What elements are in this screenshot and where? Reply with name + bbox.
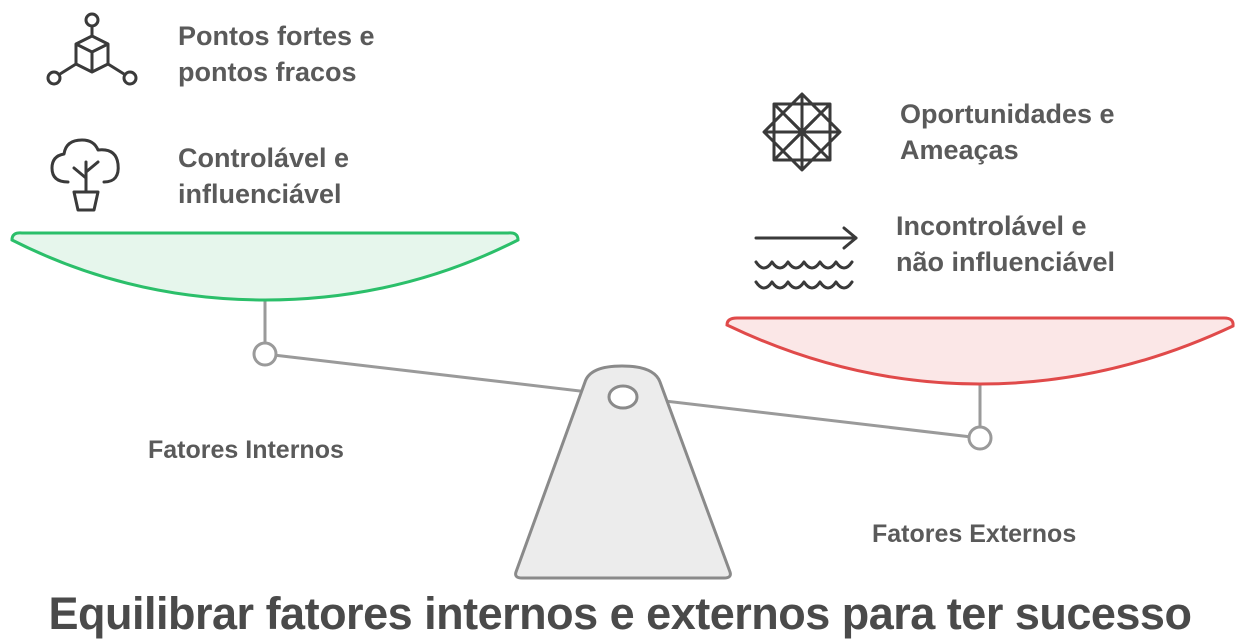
right-item-2-line-2: não influenciável [896,247,1116,277]
arrow-waves-icon [754,226,858,290]
left-pan [10,231,520,302]
fulcrum-base [514,364,732,580]
right-item-1-line-2: Ameaças [900,135,1019,165]
cube-network-icon [46,12,138,86]
diagram-title: Equilibrar fatores internos e externos p… [48,588,1192,639]
geometric-star-icon [762,92,842,172]
right-pivot-ring [967,425,993,451]
left-item-2-label: Controlável e influenciável [178,140,349,212]
internal-factors-label: Fatores Internos [148,436,344,464]
plant-cloud-icon [50,138,120,212]
left-item-1-line-1: Pontos fortes e [178,21,375,51]
left-item-2-line-2: influenciável [178,179,342,209]
right-item-1-line-1: Oportunidades e [900,99,1115,129]
right-pan [725,316,1235,386]
right-item-1-label: Oportunidades e Ameaças [900,96,1115,168]
right-item-2-label: Incontrolável e não influenciável [896,208,1115,280]
right-item-2-line-1: Incontrolável e [896,211,1087,241]
left-item-2-line-1: Controlável e [178,143,350,173]
fulcrum-pivot-hole [607,384,639,410]
external-factors-label: Fatores Externos [872,520,1077,548]
left-item-1-line-2: pontos fracos [178,57,357,87]
left-pivot-ring [252,341,278,367]
left-item-1-label: Pontos fortes e pontos fracos [178,18,375,90]
